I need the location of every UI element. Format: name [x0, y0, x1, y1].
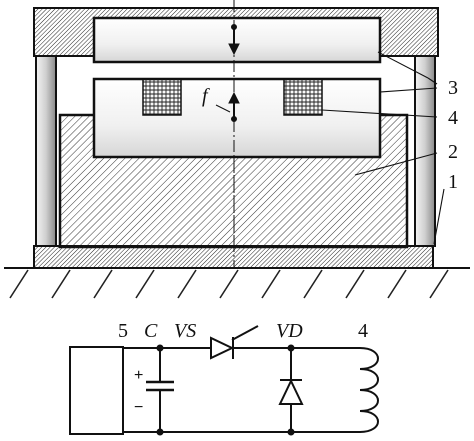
force-label: f — [202, 85, 210, 107]
callout-3: 3 — [448, 77, 458, 99]
lower-plate — [92, 77, 382, 159]
power-source-5 — [69, 346, 124, 435]
circuit-nodes — [156, 344, 295, 436]
left-column — [35, 55, 57, 247]
capacitor-minus: − — [134, 399, 143, 416]
capacitor-label: C — [144, 320, 158, 342]
callout-2: 2 — [448, 141, 458, 163]
capacitor-c — [146, 380, 174, 392]
ground-hatching — [9, 269, 449, 299]
force-leader — [215, 104, 231, 113]
force-arrows — [228, 24, 240, 122]
thyristor-label: VS — [174, 320, 196, 342]
diode-vd — [278, 378, 304, 405]
callout-1: 1 — [448, 171, 458, 193]
source-label: 5 — [118, 320, 128, 342]
upper-plate — [92, 16, 382, 64]
capacitor-plus: + — [134, 367, 143, 384]
coil-inductor — [359, 347, 379, 433]
coil-winding-left — [142, 78, 182, 116]
right-column — [414, 55, 436, 247]
callout-leaders — [321, 51, 445, 245]
coil-label: 4 — [358, 320, 368, 342]
coil-winding-right — [283, 78, 323, 116]
callout-4: 4 — [448, 107, 458, 129]
thyristor-vs — [210, 325, 259, 360]
diode-label: VD — [276, 320, 303, 342]
